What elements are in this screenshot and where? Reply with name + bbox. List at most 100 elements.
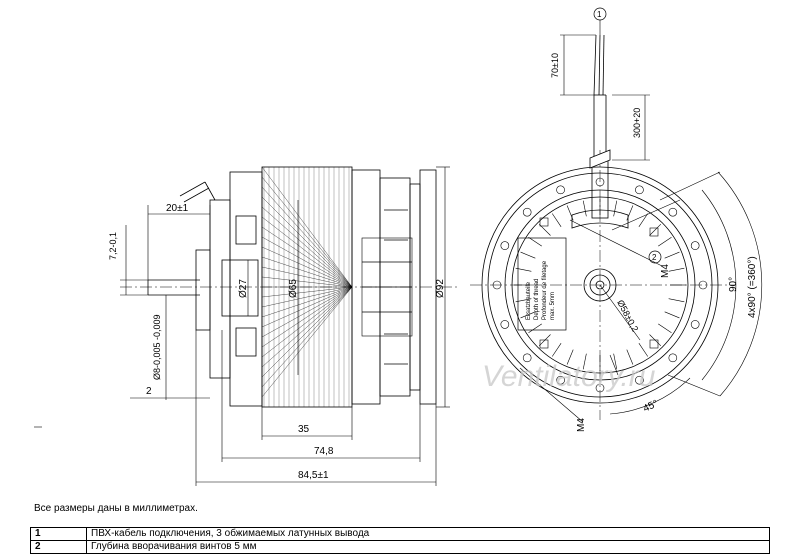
legend-text: Глубина вворачивания винтов 5 мм <box>86 540 770 554</box>
hatch-line <box>261 286 353 328</box>
dim-58: Ø58±0,2 <box>615 298 640 333</box>
radial-slot <box>668 267 685 272</box>
ring-bolt <box>690 241 700 250</box>
side-view <box>120 166 460 408</box>
hatch-line <box>261 226 353 288</box>
radial-slot <box>582 353 587 370</box>
radial-slot <box>551 343 562 357</box>
connection-cable <box>589 34 611 169</box>
legend-text: ПВХ-кабель подключения, 3 обжимаемых лат… <box>86 527 770 541</box>
label-line-2: Depth of thread <box>534 279 540 320</box>
dim-65: Ø65 <box>288 279 299 298</box>
ring-bolt <box>668 353 678 363</box>
hatch-line <box>261 186 353 288</box>
callout-1-circle <box>593 7 607 21</box>
watermark: Ventilatory.ru <box>482 360 656 393</box>
front-view-dimensions <box>519 20 763 423</box>
radial-slot <box>664 311 680 319</box>
legend-num: 2 <box>30 540 87 554</box>
hatch-line <box>261 266 353 288</box>
label-line-4: max. 5mm <box>550 292 556 320</box>
hatch-line <box>261 286 353 368</box>
radial-slot <box>638 343 649 357</box>
ring-bolt <box>500 320 510 329</box>
ring-bolt <box>635 375 644 385</box>
dim-35: 35 <box>298 424 310 435</box>
ring-bolt <box>556 375 565 385</box>
label-line-1: Ersatzbauteile <box>526 281 532 320</box>
hatch-line <box>261 276 353 288</box>
radial-slot <box>528 236 542 247</box>
side-view-dimensions <box>34 166 450 486</box>
ring-bolt <box>690 320 700 329</box>
label-plate-text: Ersatzbauteile Depth of thread Profondeu… <box>526 260 556 320</box>
hatch-line <box>261 286 353 358</box>
hatch-line <box>261 206 353 288</box>
motor-technical-drawing: 20±1 7,2-0,1 Ø8-0,005 -0,009 2 Ø27 Ø65 Ø… <box>34 7 763 486</box>
radial-slot <box>668 298 685 303</box>
hatch-line <box>261 286 353 378</box>
hatch-line <box>261 286 353 318</box>
radial-slot <box>658 236 672 247</box>
angle-90: 90° <box>728 277 739 292</box>
hatch-line <box>261 256 353 288</box>
radial-slot <box>613 353 618 370</box>
hatch-line <box>261 286 353 338</box>
stator-stack <box>261 166 353 408</box>
radial-slot <box>582 200 587 217</box>
angle-45: 45° <box>642 398 660 414</box>
radial-slot <box>551 213 562 227</box>
dim-27: Ø27 <box>238 279 249 298</box>
callout-1: 1 <box>597 10 602 19</box>
label-line-3: Profondeur de filetage <box>542 260 548 320</box>
dim-8: Ø8-0,005 -0,009 <box>152 314 162 380</box>
table-row: 2 Глубина вворачивания винтов 5 мм <box>30 540 770 554</box>
legend-table: 1 ПВХ-кабель подключения, 3 обжимаемых л… <box>30 527 770 554</box>
dim-7-2: 7,2-0,1 <box>108 232 118 260</box>
hatch-line <box>261 286 353 348</box>
hatch-line <box>261 236 353 288</box>
front-view <box>470 150 735 420</box>
dim-92: Ø92 <box>435 279 446 298</box>
dim-2: 2 <box>146 386 152 397</box>
callout-2-circle <box>648 250 662 264</box>
ring-bolt <box>635 185 644 195</box>
ring-bolt <box>500 241 510 250</box>
dim-300: 300+20 <box>632 108 642 138</box>
hatch-line <box>261 246 353 288</box>
table-row: 1 ПВХ-кабель подключения, 3 обжимаемых л… <box>30 527 770 541</box>
hatch-line <box>261 286 353 298</box>
radial-slot <box>658 323 672 334</box>
cable-stub <box>179 181 216 203</box>
radial-slot <box>649 223 662 236</box>
radial-slot <box>613 200 618 217</box>
angle-4x90: 4x90° (=360°) <box>747 256 758 318</box>
thread-m4-top: M4 <box>660 264 671 278</box>
radial-slot <box>566 349 574 365</box>
ring-bolt <box>522 207 532 217</box>
hatch-line <box>261 286 353 308</box>
dim-20: 20±1 <box>166 203 189 214</box>
dim-70: 70±10 <box>550 53 560 78</box>
thread-m4-bottom: M4 <box>576 418 587 432</box>
hatch-line <box>261 216 353 288</box>
hatch-line <box>261 286 353 388</box>
front-flange <box>195 171 263 407</box>
hatch-line <box>261 176 353 288</box>
dim-74-8: 74,8 <box>314 446 334 457</box>
radial-slot <box>664 251 680 259</box>
legend-num: 1 <box>30 527 87 541</box>
dim-84-5: 84,5±1 <box>298 470 329 481</box>
radial-slot <box>528 323 542 334</box>
ring-bolt <box>522 353 532 363</box>
radial-slot <box>638 213 649 227</box>
radial-slot <box>520 251 536 259</box>
callout-2: 2 <box>652 253 657 262</box>
radial-slot <box>520 311 536 319</box>
ring-bolt <box>556 185 565 195</box>
units-note: Все размеры даны в миллиметрах. <box>34 503 198 514</box>
hatch-line <box>261 166 353 288</box>
rotor-cage <box>351 169 437 405</box>
ring-bolt <box>668 207 678 217</box>
radial-slot <box>626 349 634 365</box>
